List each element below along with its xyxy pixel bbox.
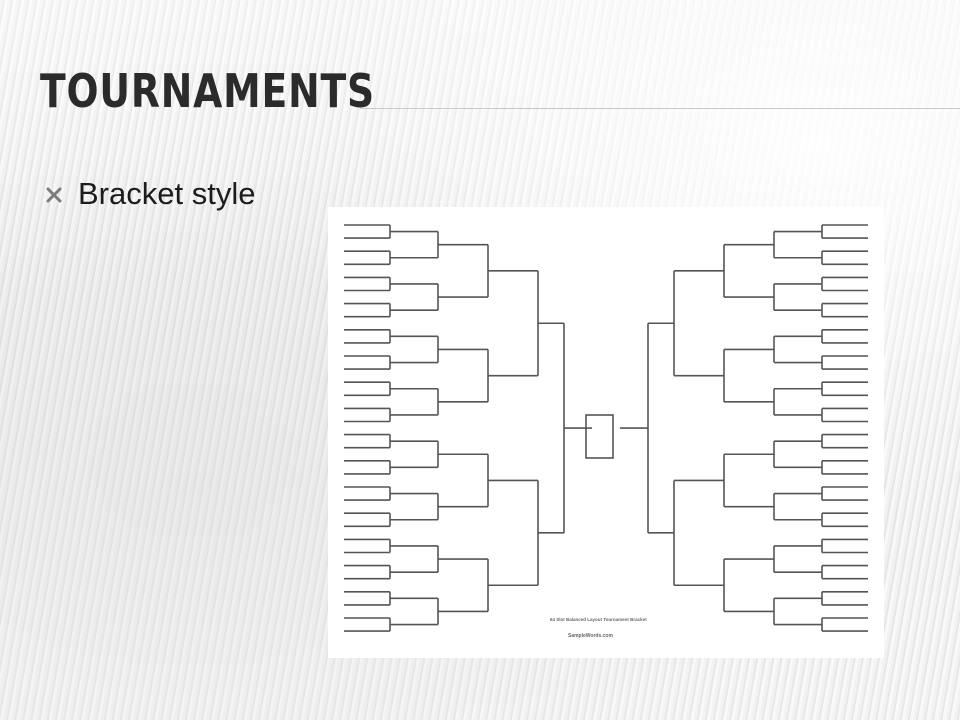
bracket-caption-site: SampleWords.com xyxy=(568,633,613,639)
bracket-caption-title: 64 Slot Balanced Layout Tournament Brack… xyxy=(550,617,647,622)
title-divider xyxy=(360,108,960,109)
bracket-image: 64 Slot Balanced Layout Tournament Brack… xyxy=(328,207,884,658)
bullet-item: Bracket style xyxy=(44,176,255,212)
x-mark-icon xyxy=(46,187,62,203)
bullet-text: Bracket style xyxy=(78,176,256,211)
tournament-bracket-diagram xyxy=(344,224,868,632)
champion-box xyxy=(585,414,614,459)
slide-title: Tournaments xyxy=(40,64,376,118)
